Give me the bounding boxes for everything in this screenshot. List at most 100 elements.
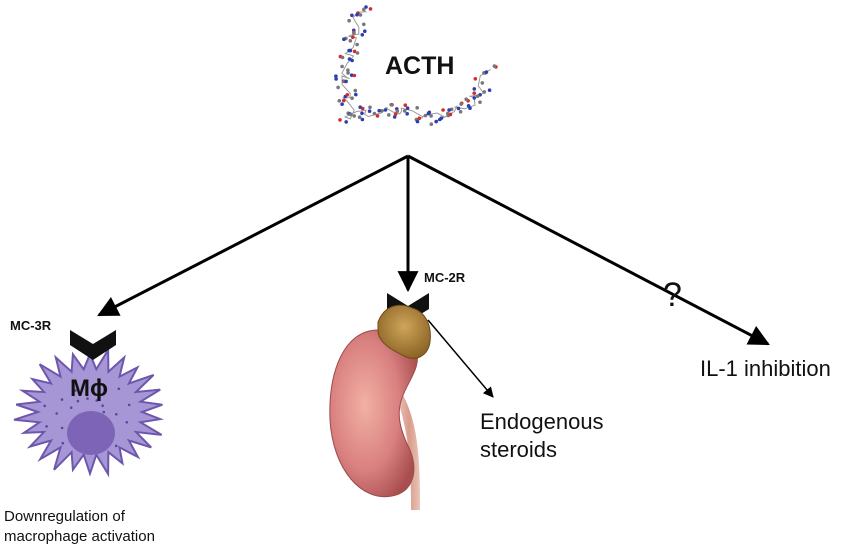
macrophage-granule [43, 404, 46, 408]
macrophage-downregulation-label: Downregulation of macrophage activation [4, 508, 155, 545]
molecule-atom [427, 110, 432, 115]
molecule-atom [393, 112, 398, 116]
molecule-atom [417, 116, 422, 121]
molecule-atom [480, 81, 485, 85]
molecule-atom [334, 74, 338, 78]
molecule-atom [464, 97, 469, 101]
molecule-atom [362, 22, 366, 27]
macrophage-symbol: Mϕ [70, 375, 108, 402]
macrophage-granule [115, 413, 118, 416]
macrophage-granule [69, 406, 73, 410]
mc3r-receptor-icon [70, 330, 116, 360]
molecule-atom [447, 108, 451, 112]
molecule-atom [352, 31, 356, 35]
molecule-atom [487, 88, 492, 92]
molecule-atom [389, 102, 394, 107]
molecule-atom [347, 18, 351, 23]
molecule-atom [458, 110, 463, 114]
molecule-atom [360, 106, 365, 111]
mc2r-label: MC-2R [424, 270, 466, 285]
molecule-atom [344, 120, 349, 124]
molecule-atom [492, 64, 497, 68]
macrophage-granule [102, 410, 106, 414]
molecule-atom [375, 114, 380, 118]
mc3r-label: MC-3R [10, 318, 52, 333]
molecule-atom [472, 91, 477, 95]
molecule-atom [350, 96, 354, 100]
molecule-atom [456, 106, 461, 111]
molecule-atom [357, 115, 362, 119]
molecule-atom [380, 109, 384, 113]
molecule-atom [358, 13, 363, 17]
molecule-atom [484, 70, 489, 74]
macrophage-granule [101, 404, 104, 408]
molecule-atom [459, 102, 463, 106]
macrophage-cell [13, 346, 164, 478]
molecule-atom [415, 119, 420, 124]
molecule-atom [344, 79, 348, 84]
molecule-atom [354, 92, 358, 97]
kidney-adrenal-image [329, 304, 431, 510]
macrophage-granule [91, 387, 94, 391]
molecule-atom [472, 96, 477, 100]
macrophage-granule [97, 378, 100, 381]
macrophage-granule [60, 426, 64, 430]
macrophage-granule [127, 403, 131, 407]
endogenous-steroids-label: Endogenous steroids [480, 409, 604, 462]
molecule-atom [364, 5, 368, 9]
molecule-atom [383, 108, 388, 112]
molecule-atom [355, 12, 359, 17]
macrophage-granule [55, 412, 58, 415]
macrophage-granule [76, 399, 80, 403]
molecule-atom [352, 49, 357, 54]
molecule-atom [353, 88, 358, 93]
molecule-atom [360, 117, 365, 122]
molecule-atom [340, 64, 344, 69]
molecule-atom [403, 103, 408, 107]
molecule-atom [336, 85, 340, 90]
molecule-atom [352, 73, 357, 78]
molecule-atom [472, 87, 477, 91]
molecule-atom [367, 109, 372, 113]
macrophage-granule [125, 421, 129, 424]
molecule-atom [482, 90, 487, 94]
molecule-atom [402, 109, 407, 113]
molecule-atom [372, 111, 377, 116]
molecule-atom [340, 102, 344, 106]
molecule-atom [395, 109, 400, 113]
macrophage-granule [60, 398, 64, 401]
molecule-atom [368, 105, 372, 110]
molecule-atom [434, 119, 439, 124]
molecule-atom [334, 77, 338, 81]
molecule-atom [345, 93, 350, 97]
molecule-atom [347, 57, 352, 61]
molecule-atom [355, 42, 359, 47]
molecule-atom [360, 111, 364, 116]
molecule-atom [352, 114, 357, 118]
molecule-atom [346, 71, 350, 75]
macrophage-granule [117, 387, 121, 391]
molecule-atom [423, 113, 428, 118]
molecule-atom [351, 35, 355, 39]
molecule-atom [349, 73, 354, 77]
molecule-atom [348, 112, 353, 117]
molecule-atom [415, 106, 420, 110]
il1-inhibition-label: IL-1 inhibition [700, 356, 831, 381]
arrow-to-macrophage [97, 154, 409, 317]
arrow-to-il1 [407, 154, 770, 346]
arrow-to-steroids [427, 319, 494, 398]
molecule-atom [340, 55, 345, 60]
macrophage-granule [114, 444, 118, 448]
molecule-atom [342, 98, 346, 103]
arrow-group [97, 154, 770, 398]
molecule-atom [350, 58, 354, 63]
macrophage-granule [74, 389, 77, 392]
molecule-atom [377, 108, 382, 113]
molecule-atom [441, 108, 445, 112]
molecule-atom [360, 33, 365, 37]
molecule-atom [448, 112, 453, 117]
adrenal-gland [377, 304, 431, 359]
acth-molecule-image [334, 5, 498, 126]
